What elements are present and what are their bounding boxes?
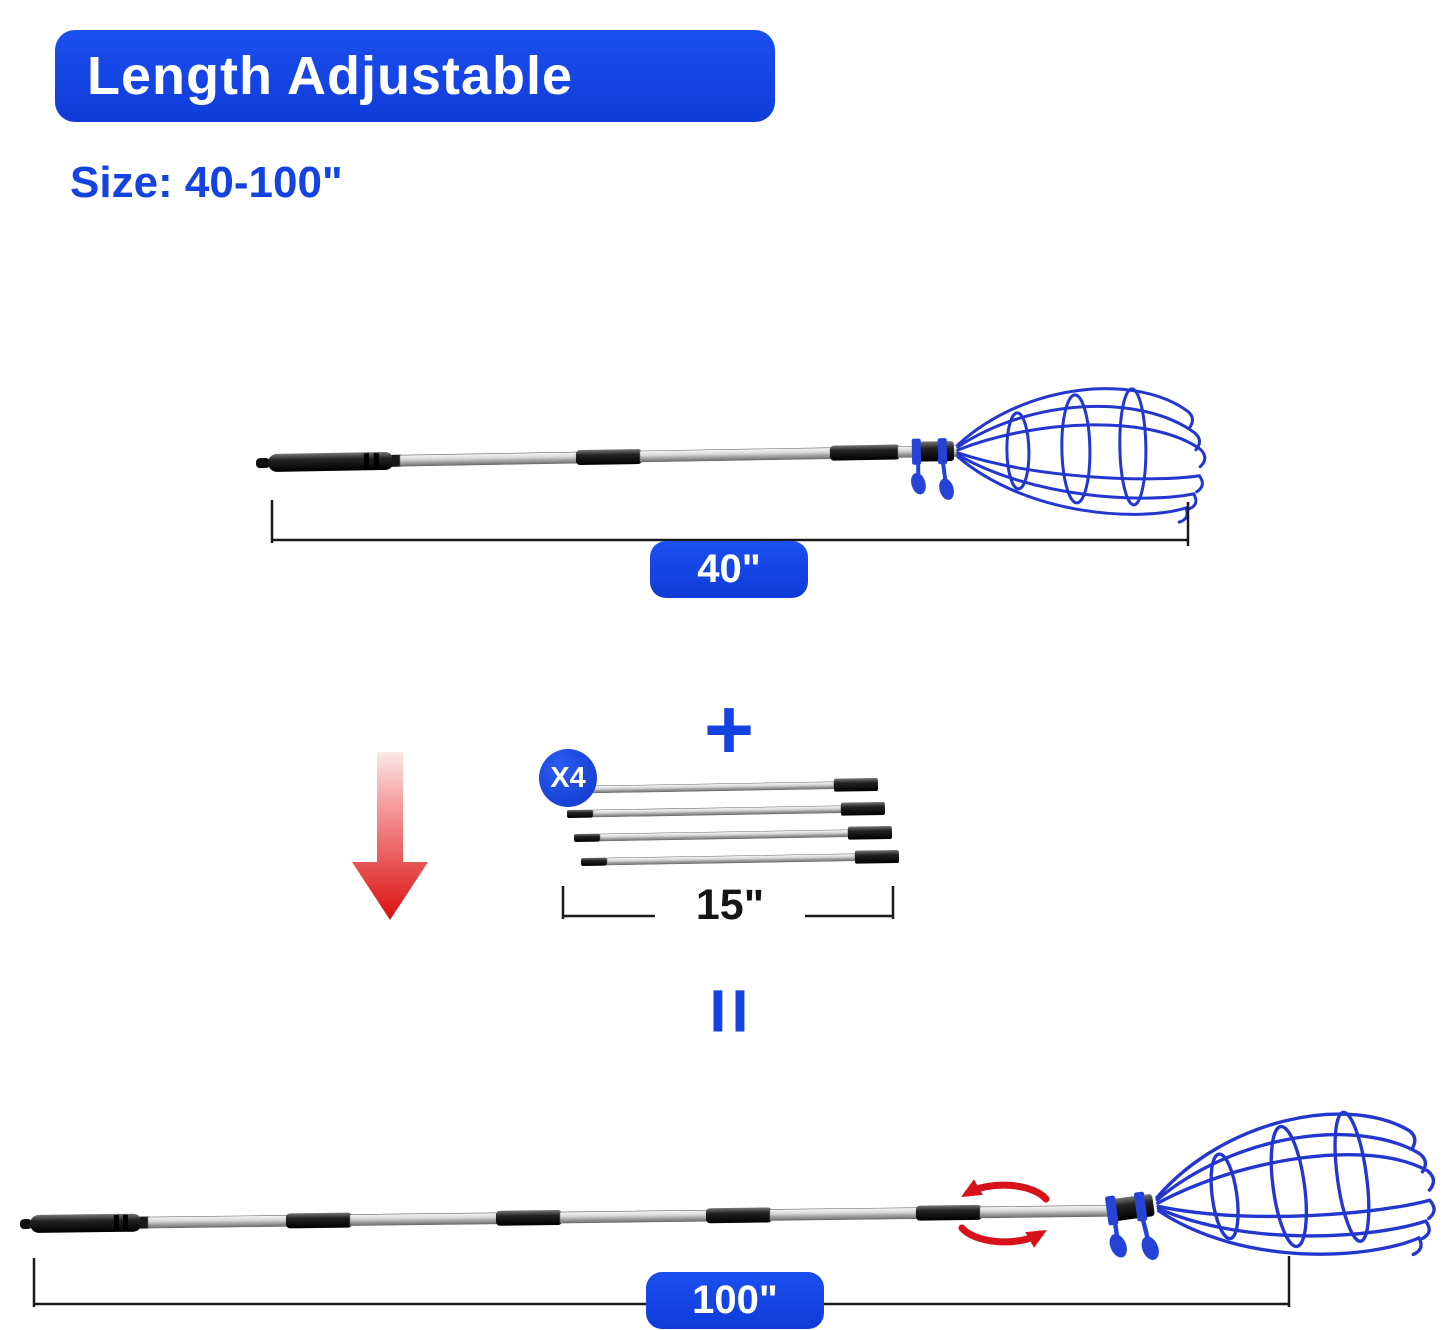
- fruit-picker-collapsed: [255, 384, 1208, 529]
- dimension-15-label: 15": [655, 880, 805, 930]
- dimension-40-badge: 40": [650, 541, 808, 598]
- rotation-arrows-icon: [958, 1179, 1050, 1248]
- banner: Length Adjustable: [55, 30, 775, 122]
- dimension-100-badge: 100": [646, 1272, 824, 1329]
- fruit-picker-extended: [19, 1101, 1444, 1309]
- equals-icon: =: [684, 987, 775, 1035]
- banner-title: Length Adjustable: [87, 46, 573, 106]
- fruit-basket-icon: [1094, 1101, 1443, 1295]
- size-label: Size: 40-100": [70, 158, 343, 207]
- x4-count-badge: X4: [539, 749, 597, 807]
- down-arrow-icon: [352, 752, 428, 920]
- extension-poles: [559, 777, 900, 866]
- plus-icon: +: [703, 682, 755, 778]
- dimension-line-40: [270, 500, 1190, 546]
- fruit-basket-icon: [905, 384, 1208, 529]
